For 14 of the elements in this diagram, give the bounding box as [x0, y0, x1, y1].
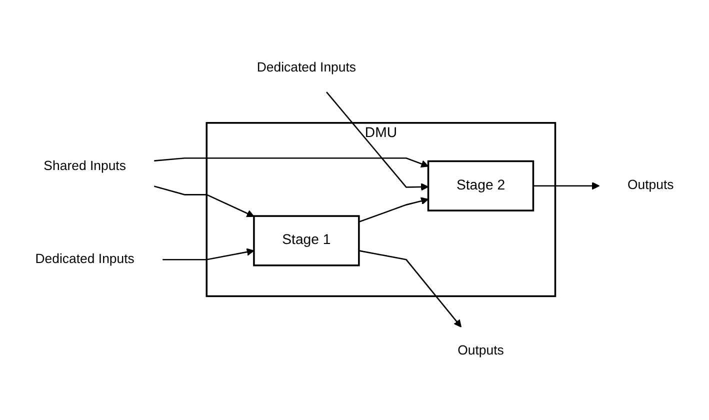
arrow: [326, 92, 429, 192]
arrow: [154, 158, 429, 168]
arrow: [162, 248, 254, 261]
node-text: Outputs: [627, 178, 674, 194]
node-text: Shared Inputs: [44, 159, 126, 174]
node-text: Outputs: [458, 343, 504, 358]
node-text: Dedicated Inputs: [35, 252, 134, 267]
arrow: [358, 250, 462, 328]
node-box: Stage 1: [253, 216, 360, 267]
arrow: [154, 186, 254, 218]
arrow: [533, 182, 600, 190]
arrow: [358, 198, 429, 223]
node-box: Stage 2: [427, 160, 534, 212]
node-text: Dedicated Inputs: [256, 60, 356, 76]
